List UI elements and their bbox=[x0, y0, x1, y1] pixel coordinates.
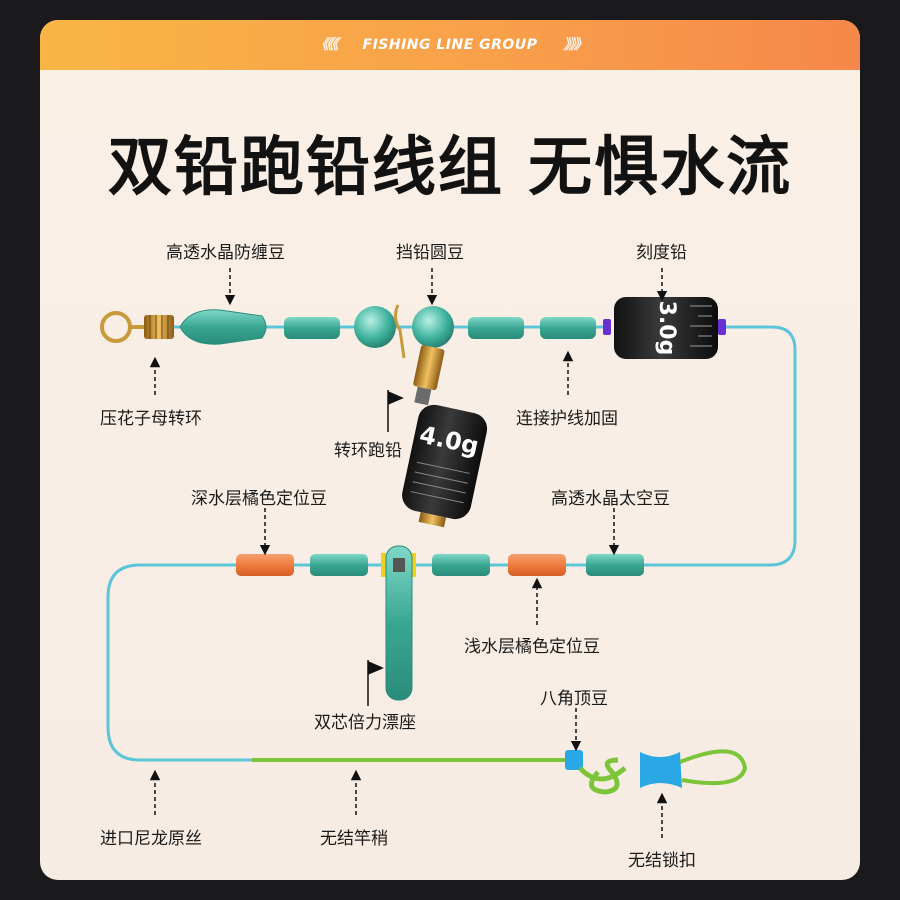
swivel bbox=[100, 311, 174, 343]
label-nylon: 进口尼龙原丝 bbox=[100, 829, 202, 849]
label-knotless-tip: 无结竿稍 bbox=[320, 829, 388, 849]
knotless-lock bbox=[578, 749, 748, 795]
teal-sleeve bbox=[432, 554, 490, 576]
sleeve bbox=[540, 317, 596, 339]
label-scale-sinker: 刻度铅 bbox=[636, 243, 687, 263]
label-shallow-bead: 浅水层橘色定位豆 bbox=[464, 637, 600, 657]
deep-orange-bead bbox=[236, 554, 294, 576]
banner-text: FISHING LINE GROUP bbox=[362, 37, 538, 53]
flag-pointer bbox=[367, 660, 384, 706]
top-banner: 《《《 FISHING LINE GROUP 》》》 bbox=[40, 20, 860, 70]
flag-pointer bbox=[387, 390, 404, 432]
label-knotless-lock: 无结锁扣 bbox=[628, 851, 696, 871]
label-space-bead: 高透水晶太空豆 bbox=[551, 489, 670, 509]
shallow-orange-bead bbox=[508, 554, 566, 576]
label-crystal-bead: 高透水晶防缠豆 bbox=[166, 243, 285, 263]
teal-sleeve bbox=[310, 554, 368, 576]
main-line bbox=[106, 325, 797, 762]
scale-sinker-weight: 3.0g bbox=[654, 301, 679, 356]
float-seat bbox=[381, 545, 416, 701]
headline: 双铅跑铅线组 无惧水流 bbox=[107, 131, 793, 205]
sleeve bbox=[284, 317, 340, 339]
label-swivel-sinker: 转环跑铅 bbox=[334, 441, 402, 461]
stopper-bead bbox=[354, 306, 396, 348]
swivel-sinker: 4.0g bbox=[393, 304, 488, 528]
label-octagon-bead: 八角顶豆 bbox=[540, 689, 608, 709]
scale-sinker: 3.0g bbox=[603, 297, 726, 359]
sleeve bbox=[468, 317, 524, 339]
left-chevrons: 《《《 bbox=[314, 37, 339, 53]
label-swivel: 压花子母转环 bbox=[100, 409, 202, 429]
banner-title: 《《《 FISHING LINE GROUP 》》》 bbox=[40, 34, 860, 54]
arrows bbox=[149, 268, 668, 838]
right-chevrons: 》》》 bbox=[563, 37, 587, 53]
product-card: 《《《 FISHING LINE GROUP 》》》 双铅跑铅线组 无惧水流 bbox=[40, 20, 860, 880]
label-stopper-bead: 挡铅圆豆 bbox=[396, 243, 464, 263]
label-deep-bead: 深水层橘色定位豆 bbox=[191, 489, 327, 509]
label-sleeve: 连接护线加固 bbox=[516, 409, 618, 429]
label-float-seat: 双芯倍力漂座 bbox=[314, 713, 416, 733]
crystal-bead bbox=[179, 309, 267, 345]
space-bead bbox=[586, 554, 644, 576]
octagon-bead bbox=[565, 750, 583, 770]
stopper-bead bbox=[412, 306, 454, 348]
